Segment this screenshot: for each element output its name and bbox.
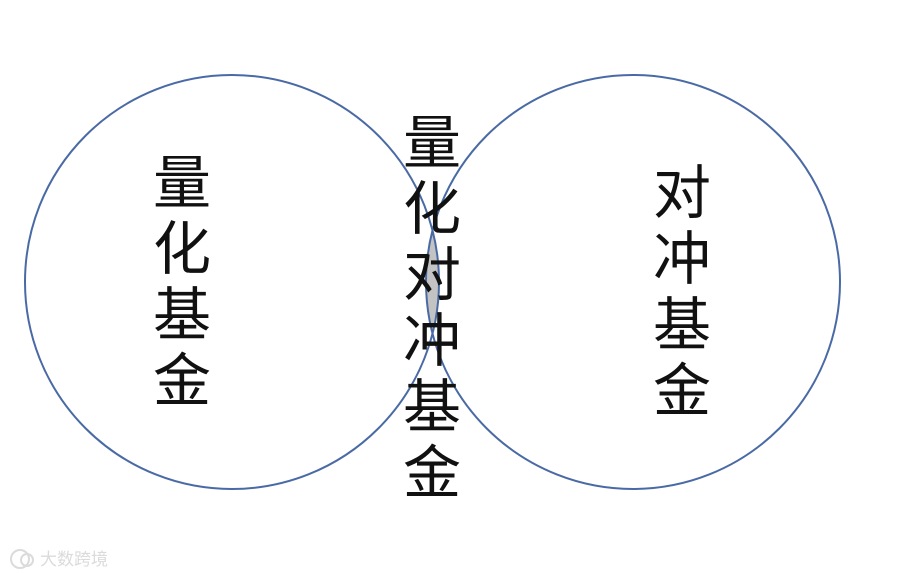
intersection-label: 量化对冲基金 [403,110,461,506]
label-character: 金 [403,439,462,507]
intersection-region [426,75,439,489]
label-character: 化 [403,175,462,243]
watermark: 大数跨境 [8,545,108,570]
left-circle [24,74,440,490]
right-circle [425,74,841,490]
label-character: 对 [403,241,462,309]
label-character: 冲 [403,307,462,375]
label-character: 量 [403,109,462,177]
right-set-label: 对冲基金 [653,160,711,424]
label-character: 基 [403,373,462,441]
label-character: 量 [153,149,212,217]
label-character: 冲 [653,225,712,293]
label-character: 金 [153,347,212,415]
left-set-label: 量化基金 [153,150,211,414]
label-character: 基 [653,291,712,359]
label-character: 基 [153,281,212,349]
label-character: 金 [653,357,712,425]
brand-logo-icon [8,547,36,569]
watermark-text: 大数跨境 [40,550,108,570]
label-character: 对 [653,159,712,227]
label-character: 化 [153,215,212,283]
